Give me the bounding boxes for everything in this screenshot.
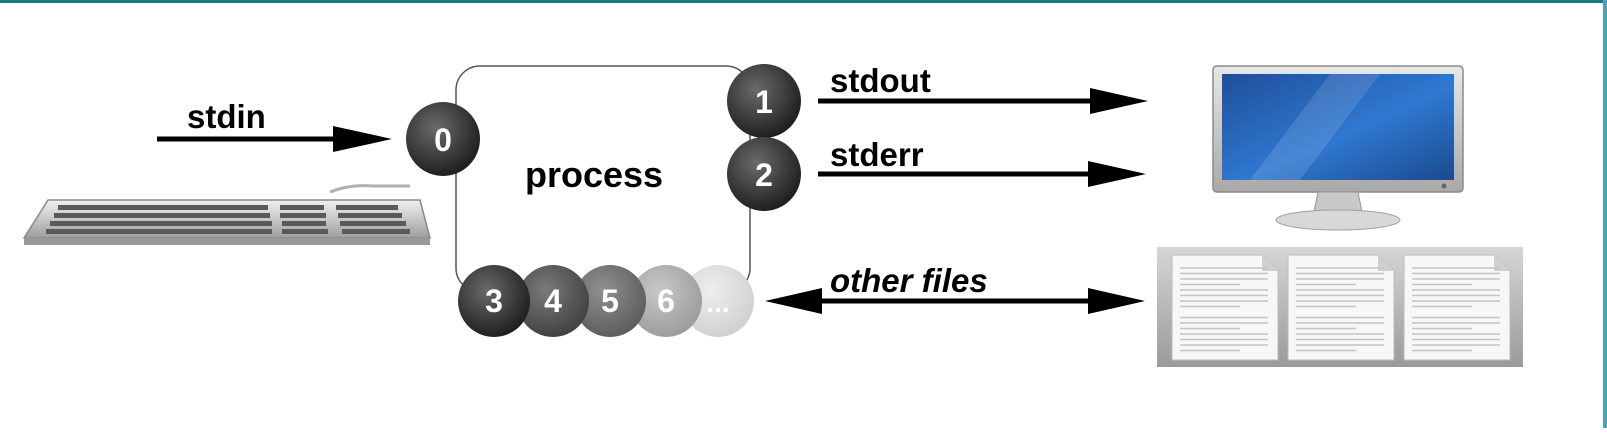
stdout-label: stdout bbox=[830, 62, 931, 99]
fd-ellipsis-label: ... bbox=[706, 287, 729, 318]
stdin-label: stdin bbox=[187, 98, 266, 135]
frame-top-border bbox=[0, 0, 1607, 3]
other-files-label: other files bbox=[830, 262, 988, 299]
keyboard-icon bbox=[22, 184, 431, 245]
monitor-icon bbox=[1212, 65, 1464, 231]
stdin-arrow bbox=[157, 126, 392, 152]
fd-3-label: 3 bbox=[485, 283, 503, 319]
fd-5-label: 5 bbox=[601, 283, 619, 319]
process-label: process bbox=[525, 154, 663, 195]
fd-3-circle: 3 bbox=[458, 265, 530, 337]
other-files-arrow bbox=[765, 288, 1145, 314]
fd-4-circle: 4 bbox=[517, 265, 589, 337]
fd-5-circle: 5 bbox=[574, 265, 646, 337]
documents-icon bbox=[1157, 247, 1523, 367]
fd-extra-group: ... 6 5 4 3 bbox=[458, 265, 754, 337]
fd-1-circle: 1 bbox=[727, 64, 801, 138]
fd-6-label: 6 bbox=[657, 283, 675, 319]
fd-2-label: 2 bbox=[755, 157, 773, 193]
fd-2-circle: 2 bbox=[727, 137, 801, 211]
stderr-arrow bbox=[818, 161, 1146, 187]
fd-6-circle: 6 bbox=[630, 265, 702, 337]
fd-0-circle: 0 bbox=[406, 102, 480, 176]
fd-0-label: 0 bbox=[434, 122, 452, 158]
fd-1-label: 1 bbox=[755, 84, 773, 120]
fd-ellipsis-circle: ... bbox=[682, 265, 754, 337]
frame-right-border bbox=[1603, 0, 1607, 428]
stdout-arrow bbox=[818, 88, 1148, 114]
stderr-label: stderr bbox=[830, 136, 924, 173]
fd-4-label: 4 bbox=[544, 283, 562, 319]
